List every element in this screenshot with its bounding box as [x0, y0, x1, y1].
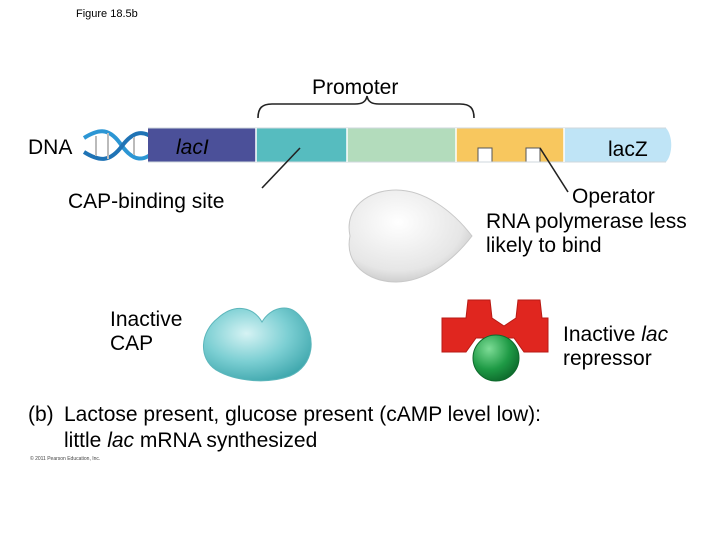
copyright-notice: © 2011 Pearson Education, Inc.: [30, 456, 101, 462]
inactive-cap-label: Inactive CAP: [110, 308, 183, 355]
promoter-brace: [257, 95, 475, 119]
lacI-label: lacI: [176, 136, 209, 159]
caption-letter: (b): [28, 403, 54, 426]
operator-pointer: [539, 147, 569, 193]
inactive-repressor-suffix: repressor: [563, 347, 652, 370]
operator-segment: [456, 128, 564, 162]
rna-polymerase-shape: [348, 189, 473, 283]
dna-label: DNA: [28, 136, 73, 159]
caption-line2-italic: lac: [107, 429, 135, 452]
cap-binding-site-label: CAP-binding site: [68, 190, 225, 213]
lacI-gene-segment: [148, 128, 256, 162]
rna-polymerase-label: RNA polymerase less likely to bind: [486, 210, 687, 257]
figure-label: Figure 18.5b: [76, 8, 138, 20]
caption-line2-before: little: [64, 429, 108, 452]
inactive-repressor-italic: lac: [641, 323, 669, 346]
cap-binding-site-segment: [256, 128, 347, 162]
caption-line2: little lac mRNA synthesized: [64, 428, 317, 454]
inactive-cap-shape: [203, 307, 312, 382]
rna-polymerase-site-segment: [347, 128, 456, 162]
lacZ-gene-segment: [564, 128, 672, 162]
caption-line2-after: mRNA synthesized: [134, 429, 318, 452]
caption-line1: Lactose present, glucose present (cAMP l…: [64, 403, 542, 426]
cap-site-pointer: [261, 147, 301, 189]
inducer-allolactose-icon: [472, 334, 520, 382]
lacZ-label: lacZ: [608, 138, 648, 161]
inactive-repressor-prefix: Inactive: [563, 323, 642, 346]
dna-helix-icon: [82, 129, 158, 161]
promoter-label: Promoter: [312, 76, 399, 99]
operator-label: Operator: [572, 185, 655, 208]
